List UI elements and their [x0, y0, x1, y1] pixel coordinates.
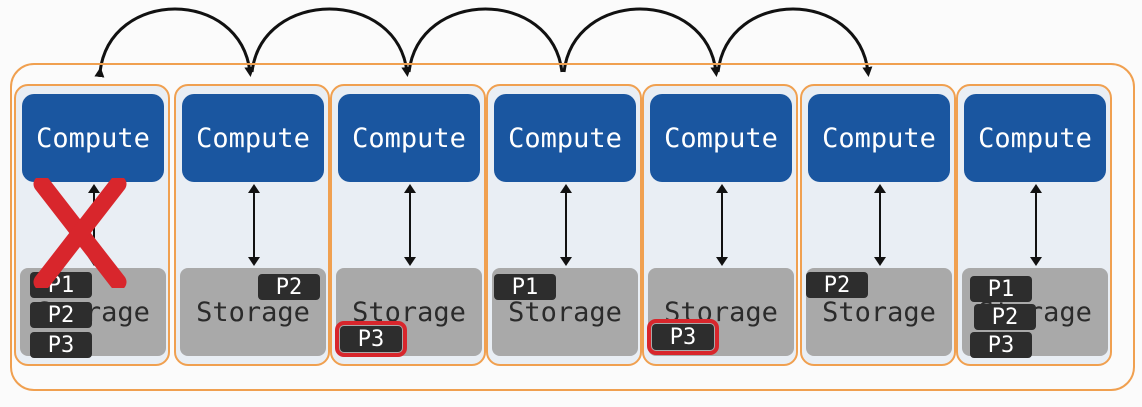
curved-arrow-icon: [250, 7, 412, 77]
double-arrow-icon: [248, 184, 260, 266]
storage-block[interactable]: Storage: [806, 268, 952, 356]
compute-block[interactable]: Compute: [808, 94, 950, 182]
cluster-node-1: Compute Storage P1 P2 P3: [14, 84, 170, 366]
partition-badge: P1: [494, 274, 556, 300]
partition-badge: P2: [258, 274, 320, 300]
compute-block[interactable]: Compute: [650, 94, 792, 182]
double-arrow-icon: [1030, 184, 1042, 266]
double-arrow-icon: [560, 184, 572, 266]
cluster-node-4: Compute Storage P1: [486, 84, 642, 366]
partition-badge: P2: [806, 272, 868, 298]
cluster-node-2: Compute Storage P2: [174, 84, 330, 366]
partition-badge: P2: [974, 304, 1036, 330]
curved-arrow-icon: [94, 7, 255, 78]
curved-arrow-icon: [716, 7, 873, 77]
partition-badge-highlighted: P3: [335, 321, 407, 357]
compute-block[interactable]: Compute: [182, 94, 324, 182]
partition-badge: P3: [970, 332, 1032, 358]
compute-block[interactable]: Compute: [494, 94, 636, 182]
double-arrow-icon: [716, 184, 728, 266]
cropped-caption: [0, 396, 1142, 407]
cluster-node-6: Compute Storage P2: [800, 84, 956, 366]
compute-block[interactable]: Compute: [338, 94, 480, 182]
curved-arrow-icon: [407, 7, 564, 73]
cluster-boundary: [10, 63, 1135, 391]
double-arrow-icon: [404, 184, 416, 266]
compute-block[interactable]: Compute: [964, 94, 1106, 182]
curved-arrow-icon: [562, 7, 721, 77]
x-mark-icon: [33, 178, 127, 288]
double-arrow-icon: [874, 184, 886, 266]
partition-badge-highlighted: P3: [647, 319, 719, 355]
compute-communication-arcs: [94, 7, 873, 78]
compute-block[interactable]: Compute: [22, 94, 164, 182]
cluster-node-7: Compute Storage P1 P2 P3: [956, 84, 1112, 366]
partition-badge: P3: [30, 332, 92, 358]
cluster-node-5: Compute Storage P3: [642, 84, 798, 366]
partition-badge: P2: [30, 302, 92, 328]
partition-badge: P1: [970, 276, 1032, 302]
cluster-node-3: Compute Storage P3: [330, 84, 486, 366]
